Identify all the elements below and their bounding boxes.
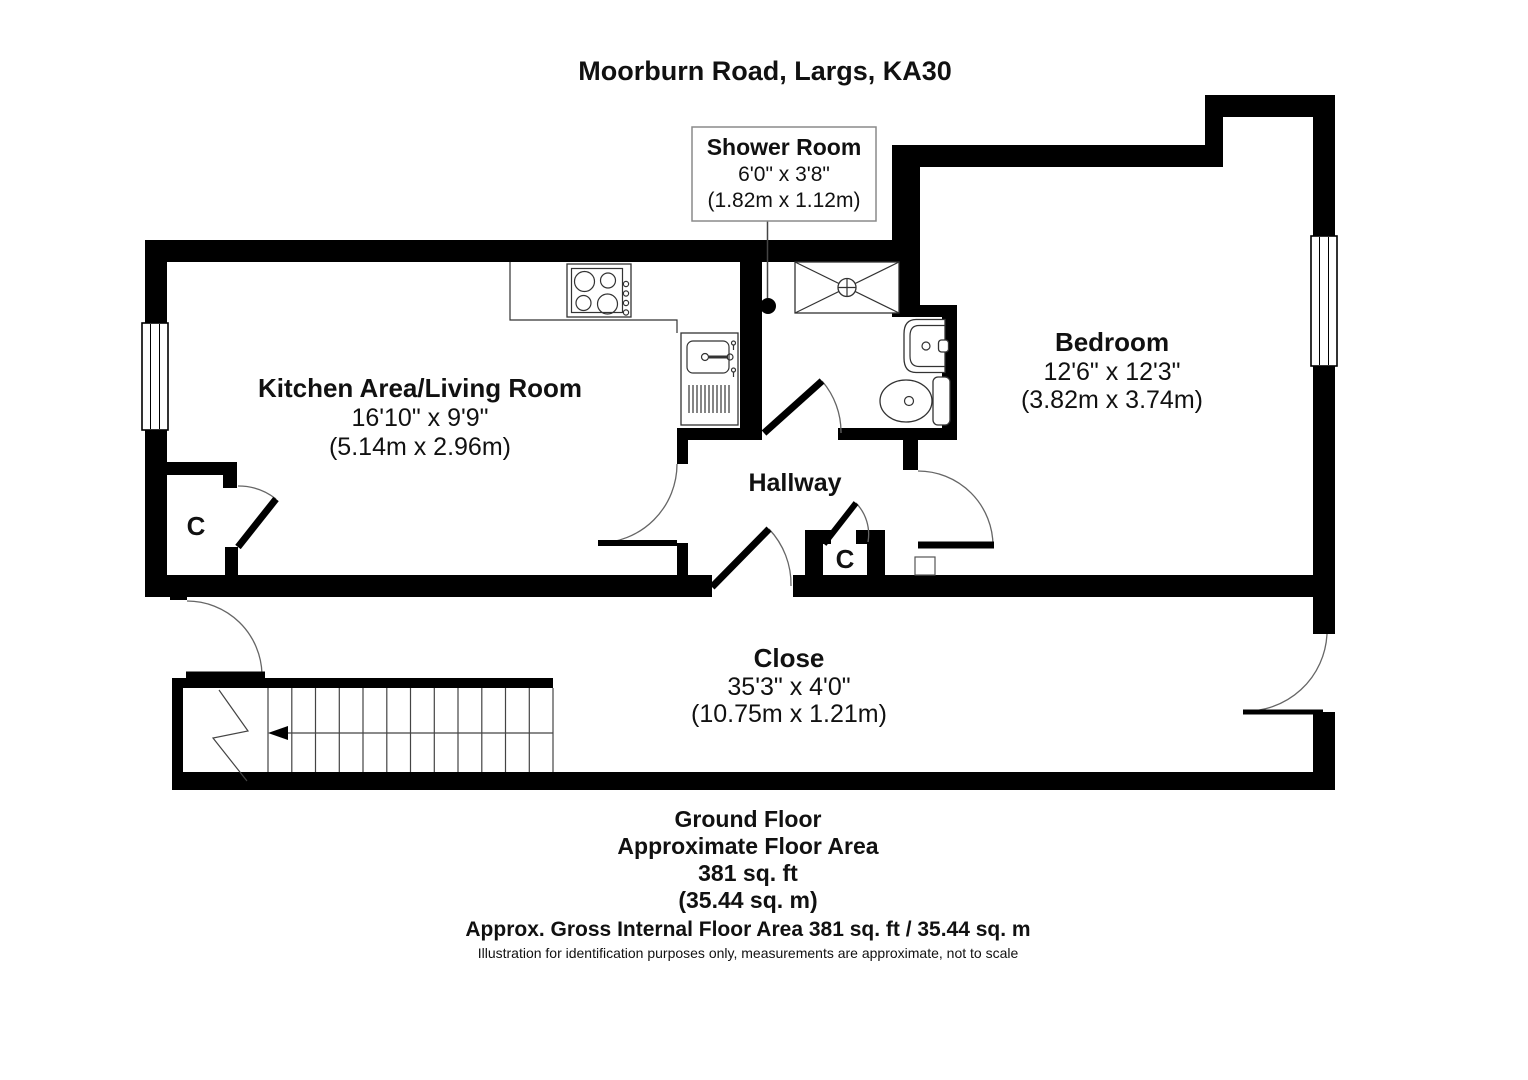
bedroom-south-wall [793,575,1335,597]
bedroom-door [914,470,994,576]
kitchen-living-imperial: 16'10" x 9'9" [351,404,488,432]
close-right-wall-lower [1313,712,1335,772]
shower-south-wall [838,428,957,440]
kitchen-shower-divider-wall [740,262,762,428]
hallway-close-door [709,526,792,590]
bedroom-window-icon [1310,235,1338,367]
bedroom-right-wall-upper [1313,95,1335,237]
kitchen-left-wall-upper [145,240,167,325]
close-entry-door [1242,633,1328,715]
under-sink-wall [677,428,762,440]
shower-room-metric: (1.82m x 1.12m) [708,189,861,212]
stairs-icon [211,688,554,782]
area-imperial: 381 sq. ft [698,860,798,886]
basin-icon [903,318,950,374]
close-right-wall-upper [1313,597,1335,634]
shower-room-name: Shower Room [707,134,862,160]
gross-area-line: Approx. Gross Internal Floor Area 381 sq… [465,918,1030,941]
page-title: Moorburn Road, Largs, KA30 [578,56,952,86]
bedroom-right-wall-lower [1313,365,1335,597]
stair-direction-arrow [268,726,288,740]
walls [145,95,1335,790]
area-metric: (35.44 sq. m) [678,887,817,913]
kitchen-counter-outline [509,262,678,333]
close-label: Close 35'3" x 4'0" (10.75m x 1.21m) [691,643,887,728]
hallway-cupboard-door [805,501,885,577]
area-heading: Approximate Floor Area [617,833,878,859]
shower-room-callout: Shower Room 6'0" x 3'8" (1.82m x 1.12m) [691,126,877,314]
kitchen-living-name: Kitchen Area/Living Room [258,373,582,403]
hallway-label: Hallway [748,469,841,497]
floor-name: Ground Floor [675,806,822,832]
stairwell-left-wall [172,678,183,790]
close-name: Close [754,643,825,673]
footer-text-block: Ground Floor Approximate Floor Area 381 … [465,806,1030,961]
shower-tray-icon [794,261,900,314]
hob-icon [566,263,632,318]
hallway-cupboard-label: C [836,544,855,574]
kitchen-left-wall-lower [145,429,167,597]
bedroom-metric: (3.82m x 3.74m) [1021,386,1203,414]
kitchen-top-wall [145,240,913,262]
kitchen-door-stub-top [677,440,688,464]
kitchen-hallway-door [597,463,678,546]
entrance-door [186,600,265,679]
bedroom-imperial: 12'6" x 12'3" [1043,358,1180,386]
disclaimer-line: Illustration for identification purposes… [478,945,1019,961]
shower-room-door [761,378,842,436]
callout-dot [760,298,776,314]
building-bottom-wall [172,772,1335,790]
entrance-door-stub [170,590,187,600]
kitchen-south-wall [145,575,712,597]
kitchen-cupboard-label: C [187,511,206,541]
close-imperial: 35'3" x 4'0" [727,673,850,701]
drainer-lines [688,385,730,413]
stairwell-top-wall [172,678,553,688]
kitchen-window-icon [141,322,169,431]
callout-box [691,126,877,222]
kitchen-door-stub-bottom [677,543,688,575]
bedroom-label: Bedroom 12'6" x 12'3" (3.82m x 3.74m) [1021,327,1203,414]
stair-break-symbol [211,689,250,782]
close-metric: (10.75m x 1.21m) [691,700,887,728]
kitchen-living-label: Kitchen Area/Living Room 16'10" x 9'9" (… [258,373,582,461]
bedroom-top-right-wall [1205,95,1335,117]
bedroom-top-wall [892,145,1205,167]
kitchen-living-metric: (5.14m x 2.96m) [329,433,511,461]
shower-wall-jog [920,305,957,317]
shower-room-imperial: 6'0" x 3'8" [738,163,830,186]
kitchen-sink-icon [680,332,739,426]
bedroom-name: Bedroom [1055,327,1169,357]
bedroom-door-stub [903,438,918,470]
kitchen-cupboard-door [165,462,279,575]
toilet-icon [879,376,951,426]
